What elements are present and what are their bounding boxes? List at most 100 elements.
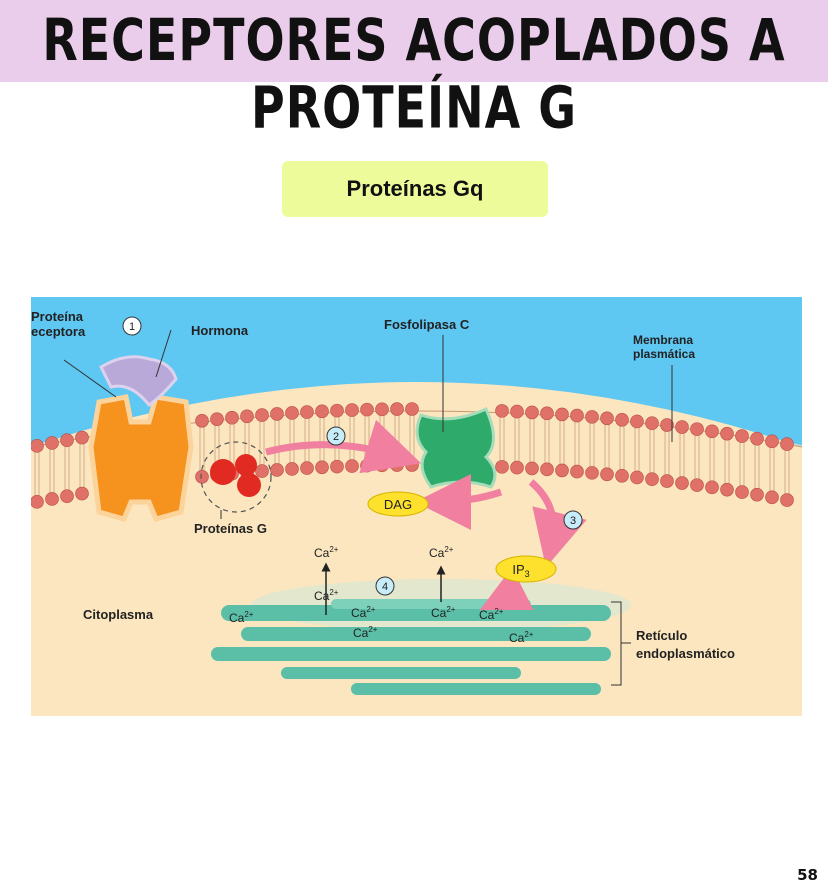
lipid-head: [600, 411, 614, 426]
lipid-tail: [514, 417, 520, 462]
page-number: 58: [797, 866, 818, 884]
lipid-head: [660, 418, 674, 432]
calcium-ion-labels: Ca2+Ca2+Ca2+Ca2+Ca2+Ca2+Ca2+Ca2+Ca2+: [229, 545, 534, 645]
lipid-head: [690, 478, 704, 492]
lipid-head: [570, 464, 584, 479]
lipid-tail: [619, 425, 625, 470]
lipid-head: [360, 458, 374, 473]
lipid-head: [390, 458, 404, 472]
lipid-tail: [289, 418, 295, 463]
title-band: RECEPTORES ACOPLADOS A PROTEÍNA G: [0, 0, 828, 141]
lipid-head: [750, 431, 764, 446]
lipid-tail: [679, 433, 685, 478]
lipid-head: [255, 464, 269, 478]
arrow-plc-to-dag: [415, 473, 503, 530]
lipid-tail: [574, 421, 580, 466]
lipid-tail: [649, 429, 655, 474]
lipid-head: [750, 487, 764, 502]
lipid-tail: [304, 418, 310, 463]
lipid-head: [525, 405, 539, 420]
lipid-head: [645, 472, 659, 486]
step-4-label: 4: [382, 581, 388, 593]
lipid-head: [540, 406, 554, 421]
calcium-label: Ca2+: [353, 625, 378, 640]
lipid-head: [345, 459, 359, 473]
calcium-label: Ca2+: [314, 588, 339, 603]
lipid-head: [375, 402, 389, 417]
calcium-label: Ca2+: [509, 630, 534, 645]
calcium-label: Ca2+: [429, 545, 454, 560]
lipid-head: [720, 426, 734, 441]
lipid-tail: [634, 427, 640, 472]
lipid-head: [525, 461, 539, 476]
label-phospholipase: Fosfolipasa C: [384, 317, 470, 332]
lipid-tail: [589, 422, 595, 467]
lipid-head: [555, 463, 569, 478]
leader-receptor: [63, 359, 117, 398]
lipid-tail: [754, 444, 760, 489]
lipid-tail: [199, 426, 205, 471]
lipid-tail: [64, 446, 70, 491]
step-marker-1: 1: [122, 316, 142, 336]
lipid-tail: [604, 424, 610, 469]
lipid-head: [585, 410, 599, 424]
lipid-head: [585, 466, 599, 480]
lipid-tail: [79, 443, 85, 488]
lipid-head: [300, 405, 314, 419]
lipid-head: [675, 420, 689, 434]
lipid-head: [735, 429, 749, 443]
lipid-head: [510, 460, 524, 475]
lipid-head: [31, 495, 44, 509]
dag-label: DAG: [384, 497, 412, 512]
lipid-head: [360, 402, 374, 417]
lipid-head: [330, 459, 344, 474]
lipid-head: [330, 403, 344, 418]
step-2-label: 2: [333, 431, 339, 443]
label-membrane-2: plasmática: [633, 347, 695, 361]
lipid-head: [375, 458, 389, 473]
lipid-tail: [784, 450, 790, 495]
lipid-head: [735, 485, 749, 499]
g-protein-complex: [200, 441, 272, 513]
label-g-proteins: Proteínas G: [194, 521, 267, 536]
lipid-head: [300, 461, 314, 475]
step-1-label: 1: [129, 321, 135, 333]
lipid-head: [720, 482, 734, 497]
lipid-head: [195, 413, 209, 428]
lipid-head: [345, 403, 359, 417]
lipid-head: [645, 416, 659, 430]
gq-pathway-diagram: DAG IP3 1 2 3 4 Proteína eceptora Hormon…: [31, 297, 802, 716]
lipid-tail: [739, 442, 745, 487]
lipid-head: [675, 476, 689, 490]
lipid-head: [690, 422, 704, 436]
lipid-head: [270, 407, 284, 421]
lipid-head: [270, 463, 284, 477]
lipid-head: [615, 412, 629, 427]
lipid-head: [495, 404, 509, 418]
lipid-head: [240, 409, 254, 424]
lipid-tail: [694, 435, 700, 480]
lipid-tail: [529, 418, 535, 463]
lipid-tail: [259, 421, 265, 466]
er-bracket: [611, 601, 631, 686]
lipid-head: [255, 408, 269, 422]
leader-hormone: [155, 329, 172, 378]
calcium-label: Ca2+: [314, 545, 339, 560]
lipid-head: [630, 414, 644, 429]
lipid-tail: [274, 419, 280, 464]
dag-oval: [367, 491, 429, 517]
lipid-head: [210, 412, 224, 426]
calcium-label: Ca2+: [351, 605, 376, 620]
lipid-head: [555, 407, 569, 422]
lipid-head: [405, 402, 419, 416]
ip3-label: IP3: [512, 562, 529, 579]
step-marker-3: 3: [563, 510, 583, 530]
lipid-head: [705, 480, 719, 495]
lipid-head: [495, 460, 509, 474]
label-receptor-2: eceptora: [31, 324, 86, 339]
receptor-protein: [88, 394, 194, 523]
subtitle-text: Proteínas Gq: [346, 176, 484, 201]
calcium-label: Ca2+: [431, 605, 456, 620]
lipid-head: [315, 460, 329, 475]
label-er-2: endoplasmático: [636, 646, 735, 661]
